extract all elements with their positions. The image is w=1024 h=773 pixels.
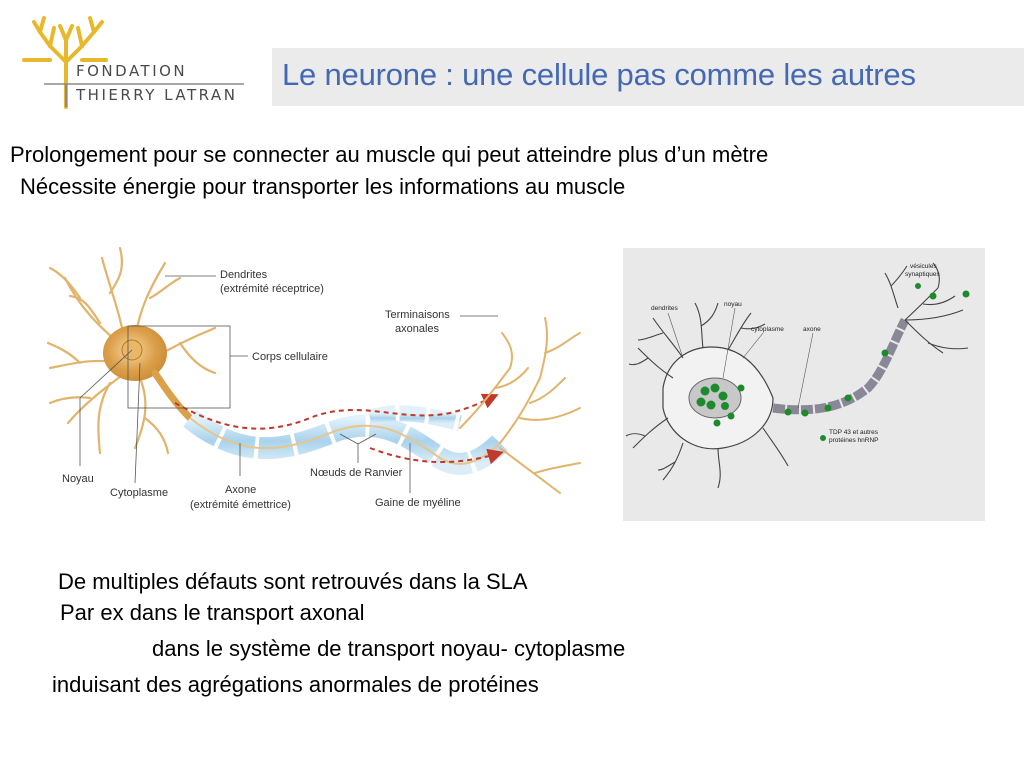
tree-logo-icon bbox=[22, 16, 244, 109]
foundation-logo: FONDATION THIERRY LATRAN bbox=[14, 12, 264, 112]
label-axone-r: axone bbox=[803, 326, 821, 333]
logo-line-2: THIERRY LATRAN bbox=[76, 86, 238, 104]
logo-line-1: FONDATION bbox=[76, 62, 188, 80]
label-dendrites: Dendrites bbox=[220, 269, 268, 281]
label-cytoplasme-r: cytoplasme bbox=[751, 326, 784, 333]
intro-line-1: Prolongement pour se connecter au muscle… bbox=[10, 142, 769, 167]
label-noyau-r: noyau bbox=[724, 301, 742, 308]
neuron-tdp43-diagram: vésicules synaptiques dendrites noyau cy… bbox=[623, 248, 985, 521]
legend-dot bbox=[820, 435, 826, 441]
label-axone-sub: (extrémité émettrice) bbox=[190, 499, 291, 511]
legend-line-2: protéines hnRNP bbox=[829, 437, 879, 444]
label-synaptiques: synaptiques bbox=[905, 271, 940, 278]
axon bbox=[772, 317, 909, 415]
label-terminaisons-sub: axonales bbox=[395, 323, 440, 335]
bottom-line-2: Par ex dans le transport axonal bbox=[60, 600, 365, 625]
label-noeuds-ranvier: Nœuds de Ranvier bbox=[310, 467, 403, 479]
bottom-line-4: induisant des agrégations anormales de p… bbox=[52, 672, 539, 697]
bottom-line-1: De multiples défauts sont retrouvés dans… bbox=[58, 569, 528, 594]
transport-arrow-1 bbox=[174, 393, 499, 430]
label-axone: Axone bbox=[225, 484, 256, 496]
bottom-line-3: dans le système de transport noyau- cyto… bbox=[152, 636, 626, 661]
label-noyau: Noyau bbox=[62, 473, 94, 485]
intro-line-2: Nécessite énergie pour transporter les i… bbox=[20, 174, 626, 199]
label-gaine-myeline: Gaine de myéline bbox=[375, 497, 461, 509]
title-banner: Le neurone : une cellule pas comme les a… bbox=[272, 48, 1024, 106]
label-dendrites-sub: (extrémité réceptrice) bbox=[220, 283, 324, 295]
transport-arrow-2 bbox=[369, 447, 504, 465]
legend-line-1: TDP 43 et autres bbox=[829, 429, 879, 436]
label-terminaisons: Terminaisons bbox=[385, 309, 450, 321]
label-corps-cellulaire: Corps cellulaire bbox=[252, 351, 328, 363]
label-vesicules: vésicules bbox=[910, 263, 937, 270]
label-dendrites-r: dendrites bbox=[651, 305, 678, 312]
label-cytoplasme: Cytoplasme bbox=[110, 487, 168, 499]
neuron-anatomy-diagram: Dendrites (extrémité réceptrice) Corps c… bbox=[40, 238, 600, 528]
slide-title: Le neurone : une cellule pas comme les a… bbox=[282, 57, 916, 92]
